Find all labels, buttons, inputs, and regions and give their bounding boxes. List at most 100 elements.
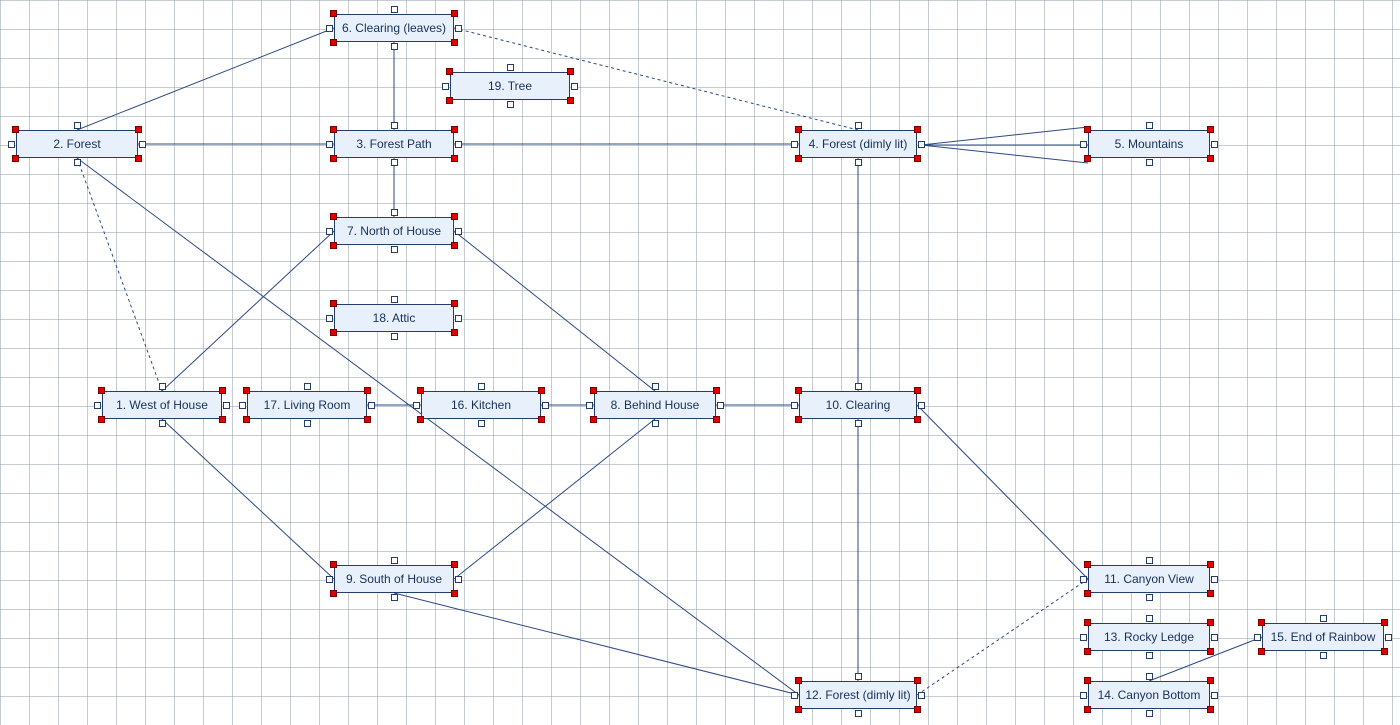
- connection-14-15[interactable]: [1148, 636, 1263, 682]
- resize-handle[interactable]: [451, 590, 458, 597]
- connection-port[interactable]: [139, 140, 146, 148]
- resize-handle[interactable]: [1258, 619, 1265, 626]
- resize-handle[interactable]: [135, 155, 142, 162]
- connection-9-12[interactable]: [393, 592, 800, 696]
- connection-port[interactable]: [477, 420, 485, 427]
- connection-port[interactable]: [303, 420, 311, 427]
- connection-port[interactable]: [73, 122, 81, 129]
- connection-port[interactable]: [326, 24, 333, 32]
- resize-handle[interactable]: [330, 126, 337, 133]
- resize-handle[interactable]: [538, 416, 545, 423]
- resize-handle[interactable]: [451, 155, 458, 162]
- resize-handle[interactable]: [330, 329, 337, 336]
- resize-handle[interactable]: [1084, 590, 1091, 597]
- resize-handle[interactable]: [417, 387, 424, 394]
- connection-port[interactable]: [223, 401, 230, 409]
- connection-port[interactable]: [542, 401, 549, 409]
- resize-handle[interactable]: [1084, 648, 1091, 655]
- resize-handle[interactable]: [567, 68, 574, 75]
- connection-port[interactable]: [854, 122, 862, 129]
- resize-handle[interactable]: [1084, 706, 1091, 713]
- connection-port[interactable]: [477, 383, 485, 390]
- resize-handle[interactable]: [330, 10, 337, 17]
- resize-handle[interactable]: [330, 300, 337, 307]
- connection-port[interactable]: [390, 6, 398, 13]
- connection-port[interactable]: [158, 420, 166, 427]
- room-node-16[interactable]: 16. Kitchen: [421, 391, 541, 419]
- connection-port[interactable]: [918, 140, 925, 148]
- connection-port[interactable]: [326, 227, 333, 235]
- connection-port[interactable]: [326, 314, 333, 322]
- resize-handle[interactable]: [451, 126, 458, 133]
- resize-handle[interactable]: [330, 213, 337, 220]
- resize-handle[interactable]: [795, 416, 802, 423]
- connection-port[interactable]: [390, 594, 398, 601]
- resize-handle[interactable]: [1258, 648, 1265, 655]
- connection-port[interactable]: [326, 140, 333, 148]
- resize-handle[interactable]: [451, 39, 458, 46]
- connection-port[interactable]: [390, 43, 398, 50]
- resize-handle[interactable]: [1207, 648, 1214, 655]
- connection-port[interactable]: [326, 575, 333, 583]
- connection-port[interactable]: [390, 209, 398, 216]
- connection-port[interactable]: [506, 64, 514, 71]
- resize-handle[interactable]: [914, 155, 921, 162]
- room-node-1[interactable]: 1. West of House: [102, 391, 222, 419]
- resize-handle[interactable]: [1207, 155, 1214, 162]
- connection-7-8[interactable]: [453, 230, 656, 392]
- connection-8-9[interactable]: [453, 418, 656, 580]
- connection-port[interactable]: [1080, 633, 1087, 641]
- connection-port[interactable]: [368, 401, 375, 409]
- resize-handle[interactable]: [243, 387, 250, 394]
- resize-handle[interactable]: [1207, 561, 1214, 568]
- connection-port[interactable]: [1145, 652, 1153, 659]
- resize-handle[interactable]: [590, 387, 597, 394]
- connection-port[interactable]: [1080, 691, 1087, 699]
- connection-port[interactable]: [1145, 122, 1153, 129]
- connection-port[interactable]: [1080, 575, 1087, 583]
- connection-port[interactable]: [651, 420, 659, 427]
- resize-handle[interactable]: [330, 242, 337, 249]
- resize-handle[interactable]: [914, 706, 921, 713]
- connection-port[interactable]: [918, 691, 925, 699]
- connection-port[interactable]: [1211, 633, 1218, 641]
- connection-port[interactable]: [455, 227, 462, 235]
- connection-port[interactable]: [8, 140, 15, 148]
- resize-handle[interactable]: [1381, 619, 1388, 626]
- connection-port[interactable]: [1254, 633, 1261, 641]
- connection-port[interactable]: [854, 159, 862, 166]
- connection-10-11[interactable]: [916, 404, 1089, 580]
- resize-handle[interactable]: [364, 387, 371, 394]
- resize-handle[interactable]: [1207, 677, 1214, 684]
- connection-port[interactable]: [455, 575, 462, 583]
- connection-port[interactable]: [1319, 652, 1327, 659]
- room-node-2[interactable]: 2. Forest: [16, 130, 138, 158]
- resize-handle[interactable]: [417, 416, 424, 423]
- resize-handle[interactable]: [446, 97, 453, 104]
- connection-port[interactable]: [390, 122, 398, 129]
- resize-handle[interactable]: [713, 387, 720, 394]
- resize-handle[interactable]: [330, 39, 337, 46]
- resize-handle[interactable]: [135, 126, 142, 133]
- connection-port[interactable]: [506, 101, 514, 108]
- connection-port[interactable]: [571, 82, 578, 90]
- resize-handle[interactable]: [219, 416, 226, 423]
- resize-handle[interactable]: [1084, 619, 1091, 626]
- resize-handle[interactable]: [364, 416, 371, 423]
- connection-2-1[interactable]: [76, 157, 163, 392]
- connection-port[interactable]: [390, 159, 398, 166]
- resize-handle[interactable]: [567, 97, 574, 104]
- connection-port[interactable]: [651, 383, 659, 390]
- resize-handle[interactable]: [1084, 677, 1091, 684]
- connection-12-11[interactable]: [916, 578, 1089, 696]
- resize-handle[interactable]: [243, 416, 250, 423]
- resize-handle[interactable]: [914, 126, 921, 133]
- resize-handle[interactable]: [795, 387, 802, 394]
- connection-port[interactable]: [303, 383, 311, 390]
- connection-port[interactable]: [1145, 673, 1153, 680]
- resize-handle[interactable]: [98, 387, 105, 394]
- resize-handle[interactable]: [914, 677, 921, 684]
- room-node-8[interactable]: 8. Behind House: [594, 391, 716, 419]
- resize-handle[interactable]: [795, 155, 802, 162]
- room-node-6[interactable]: 6. Clearing (leaves): [334, 14, 454, 42]
